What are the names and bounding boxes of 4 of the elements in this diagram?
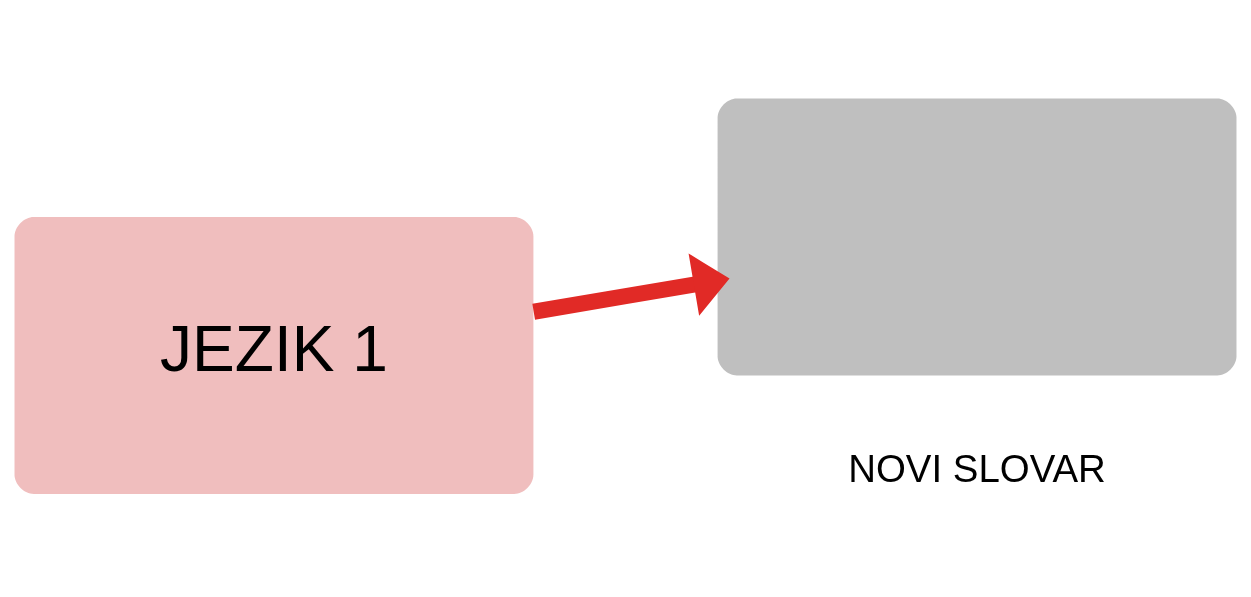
arrow [532, 252, 730, 320]
node-box [717, 97, 1237, 375]
node-box: JEZIK 1 [14, 216, 534, 494]
label: NOVI SLOVAR [848, 446, 1106, 490]
